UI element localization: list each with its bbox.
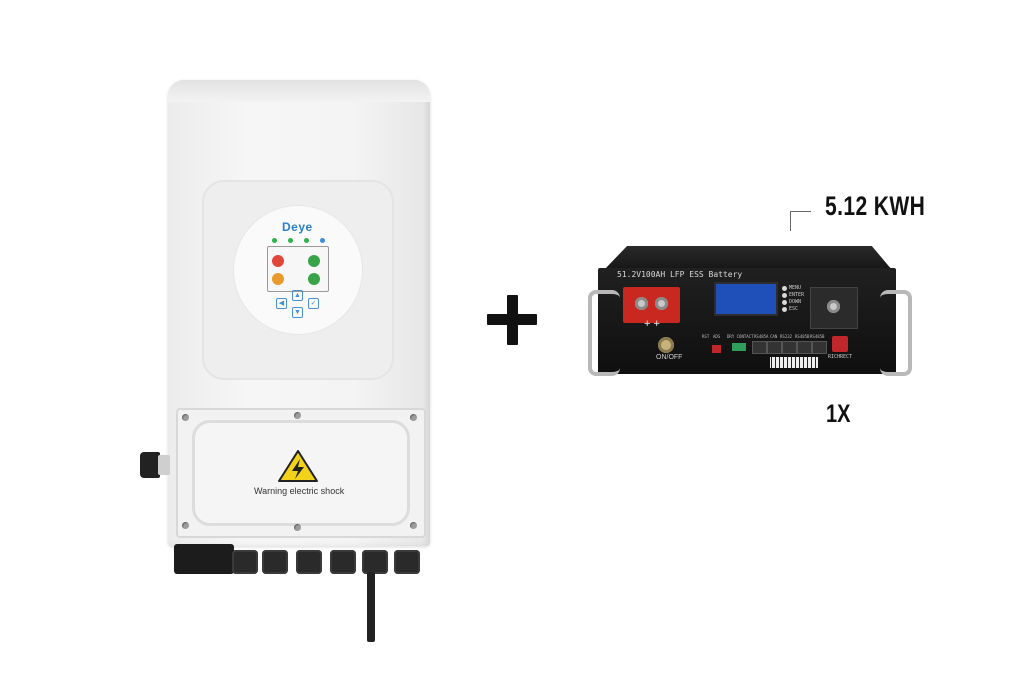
right-handle[interactable] [880,290,912,376]
battery-model-label: 51.2V100AH LFP ESS Battery [617,270,743,279]
rs485b-port[interactable] [797,341,812,354]
esc-key-label: ESC [789,306,799,312]
power-switch-button[interactable] [658,337,674,353]
high-voltage-warning-icon [278,450,318,482]
cable-gland-strip [174,544,234,574]
battery-top-cover [604,246,892,270]
esc-key-icon[interactable] [782,307,787,312]
port-label: RS485B [810,334,825,339]
load-icon [308,273,320,285]
inverter-lcd-screen [267,246,329,292]
warning-label: Warning electric shock [254,486,345,496]
port-label: CAN [770,334,778,339]
cable-gland [232,550,258,574]
plus-symbol-icon: + + [644,318,660,330]
rs232-port[interactable] [782,341,797,354]
left-handle[interactable] [588,290,620,376]
power-cable [367,572,375,642]
inverter-brand-logo: Deye [282,220,313,234]
barcode-sticker [770,357,818,368]
status-led-icon [304,238,309,243]
cable-gland [262,550,288,574]
screw-icon [410,414,417,421]
negative-terminal [810,287,858,329]
screw-icon [294,412,301,419]
brand-logo-text: RICHRECT [828,354,853,360]
battery-capacity-label: 5.12 KWH [825,191,926,221]
rs485a-port[interactable] [752,341,767,354]
inverter-top-edge [168,80,430,102]
callout-line [791,211,811,212]
port-label: DRY CONTACT [727,334,754,339]
cable-gland [394,550,420,574]
status-led-icon [288,238,293,243]
screw-icon [410,522,417,529]
port-label: RS485A [754,334,769,339]
up-button-icon[interactable]: ▲ [292,290,303,301]
can-port[interactable] [767,341,782,354]
port-label: ADS [713,334,721,339]
rs485b-port-2[interactable] [812,341,827,354]
down-button-icon[interactable]: ▼ [292,307,303,318]
esc-button-icon[interactable]: ◀ [276,298,287,309]
battery-icon [308,255,320,267]
down-key-icon[interactable] [782,300,787,305]
plus-icon-vertical [507,295,518,345]
menu-key-label: MENU [789,285,802,291]
screw-icon [182,414,189,421]
status-led-icon [320,238,325,243]
cable-gland [362,550,388,574]
terminal-bolt-icon [827,300,840,313]
down-key-label: DOWN [789,299,802,305]
screw-icon [182,522,189,529]
hybrid-inverter: Deye ▲ ◀ ✓ ▼ [168,80,430,546]
port-label: RS232 [780,334,793,339]
grid-icon [272,273,284,285]
dry-contact-terminal [732,343,746,351]
cable-gland [296,550,322,574]
solar-icon [272,255,284,267]
menu-key-icon[interactable] [782,286,787,291]
port-label: RS485B [795,334,810,339]
status-led-icon [272,238,277,243]
enter-key-icon[interactable] [782,293,787,298]
power-switch-label: ON/OFF [656,354,683,361]
quantity-label: 1X [826,400,851,428]
battery-lcd-display [714,282,778,316]
enter-key-label: ENTER [789,292,805,298]
dip-switch[interactable] [712,345,721,353]
terminal-bolt-icon [635,297,648,310]
screw-icon [294,524,301,531]
port-label: RST [702,334,710,339]
cable-gland [330,550,356,574]
callout-line [790,211,791,231]
dc-switch-knob[interactable] [140,452,160,478]
brand-logo-icon [832,336,848,352]
dc-switch-base [158,455,170,475]
terminal-bolt-icon [655,297,668,310]
positive-terminal [623,287,680,323]
enter-button-icon[interactable]: ✓ [308,298,319,309]
